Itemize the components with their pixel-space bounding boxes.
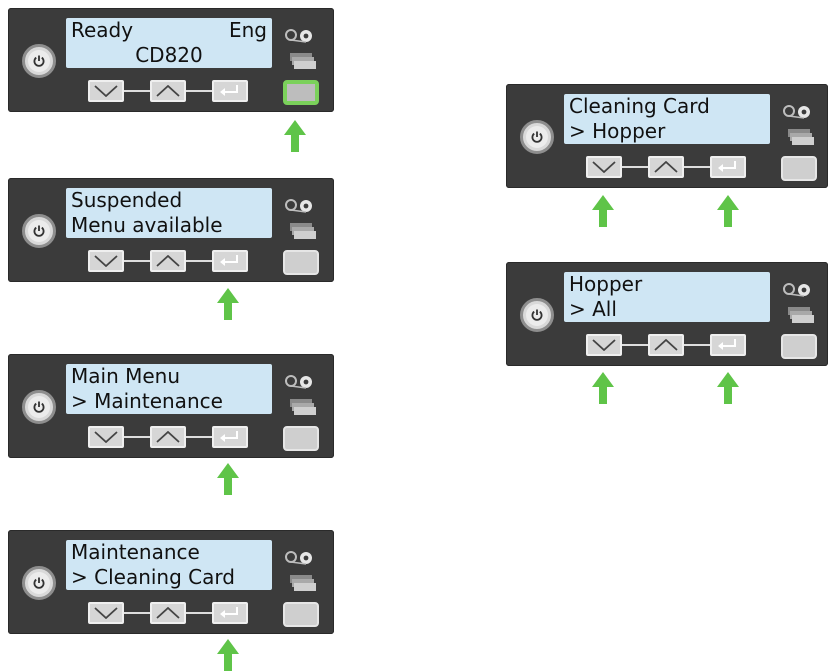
up-arrow-icon (654, 339, 678, 351)
down-button[interactable] (88, 426, 124, 448)
lcd-line1: Cleaning Card (569, 94, 710, 118)
lcd-display: Hopper > All (564, 272, 770, 322)
press-arrow (217, 639, 239, 671)
printer-panel-cleaning-card: Cleaning Card > Hopper (506, 84, 828, 188)
up-arrow-icon (156, 255, 180, 267)
lcd-line2: > Cleaning Card (71, 565, 235, 589)
power-icon (28, 220, 50, 242)
up-arrow-icon (156, 431, 180, 443)
press-arrow (217, 288, 239, 320)
card-stack-icon (290, 575, 316, 591)
power-button[interactable] (22, 390, 56, 424)
up-button[interactable] (150, 426, 186, 448)
lcd-display: Maintenance > Cleaning Card (66, 540, 272, 590)
power-button[interactable] (22, 214, 56, 248)
down-arrow-icon (94, 255, 118, 267)
enter-icon (220, 607, 238, 618)
status-indicator[interactable] (283, 80, 319, 105)
ribbon-icon (285, 375, 312, 389)
up-button[interactable] (150, 602, 186, 624)
lcd-line2: Menu available (71, 213, 223, 237)
up-button[interactable] (150, 250, 186, 272)
press-arrow (592, 195, 614, 227)
lcd-line2: > All (569, 297, 617, 321)
enter-button[interactable] (212, 250, 248, 272)
enter-button[interactable] (212, 426, 248, 448)
status-indicator[interactable] (781, 334, 817, 359)
card-stack-icon (290, 53, 316, 69)
lcd-line1: Hopper (569, 272, 643, 296)
ribbon-icon (285, 551, 312, 565)
printer-panel-maintenance: Maintenance > Cleaning Card (8, 530, 334, 634)
enter-button[interactable] (710, 156, 746, 178)
up-button[interactable] (648, 334, 684, 356)
down-button[interactable] (88, 602, 124, 624)
lcd-display: Main Menu > Maintenance (66, 364, 272, 414)
power-icon (526, 126, 548, 148)
enter-icon (718, 161, 736, 172)
lcd-line2: > Hopper (569, 119, 666, 143)
ribbon-icon (783, 283, 810, 297)
enter-icon (220, 85, 238, 96)
printer-panel-main-menu: Main Menu > Maintenance (8, 354, 334, 458)
enter-button[interactable] (212, 80, 248, 102)
power-button[interactable] (22, 44, 56, 78)
press-arrow (217, 463, 239, 495)
printer-panel-ready: Ready Eng CD820 (8, 8, 334, 112)
press-arrow (592, 372, 614, 404)
ribbon-icon (285, 199, 312, 213)
enter-icon (718, 339, 736, 350)
card-stack-icon (788, 307, 814, 323)
status-indicator[interactable] (283, 250, 319, 275)
card-stack-icon (788, 129, 814, 145)
down-button[interactable] (88, 80, 124, 102)
status-indicator[interactable] (781, 156, 817, 181)
down-arrow-icon (592, 161, 616, 173)
power-button[interactable] (22, 566, 56, 600)
power-icon (526, 304, 548, 326)
down-arrow-icon (94, 431, 118, 443)
down-arrow-icon (94, 607, 118, 619)
lcd-line1: Ready (71, 18, 134, 42)
power-button[interactable] (520, 120, 554, 154)
lcd-line1: Maintenance (71, 540, 200, 564)
down-button[interactable] (88, 250, 124, 272)
enter-icon (220, 255, 238, 266)
status-indicator[interactable] (283, 426, 319, 451)
up-arrow-icon (156, 85, 180, 97)
down-button[interactable] (586, 334, 622, 356)
lcd-line2: > Maintenance (71, 389, 223, 413)
press-arrow (284, 120, 306, 152)
press-arrow (717, 372, 739, 404)
enter-button[interactable] (710, 334, 746, 356)
power-icon (28, 572, 50, 594)
power-icon (28, 50, 50, 72)
ribbon-icon (285, 29, 312, 43)
press-arrow (717, 195, 739, 227)
enter-button[interactable] (212, 602, 248, 624)
card-stack-icon (290, 399, 316, 415)
up-arrow-icon (654, 161, 678, 173)
lcd-line1: Main Menu (71, 364, 181, 388)
enter-icon (220, 431, 238, 442)
ribbon-icon (783, 105, 810, 119)
down-arrow-icon (592, 339, 616, 351)
printer-panel-hopper: Hopper > All (506, 262, 828, 366)
lcd-language: Eng (228, 18, 267, 42)
down-button[interactable] (586, 156, 622, 178)
lcd-display: Suspended Menu available (66, 188, 272, 238)
lcd-display: Ready Eng CD820 (66, 18, 272, 68)
down-arrow-icon (94, 85, 118, 97)
card-stack-icon (290, 223, 316, 239)
power-button[interactable] (520, 298, 554, 332)
up-button[interactable] (648, 156, 684, 178)
lcd-display: Cleaning Card > Hopper (564, 94, 770, 144)
status-indicator[interactable] (283, 602, 319, 627)
up-button[interactable] (150, 80, 186, 102)
printer-panel-suspended: Suspended Menu available (8, 178, 334, 282)
lcd-line2: CD820 (135, 43, 203, 67)
power-icon (28, 396, 50, 418)
lcd-line1: Suspended (71, 188, 183, 212)
up-arrow-icon (156, 607, 180, 619)
